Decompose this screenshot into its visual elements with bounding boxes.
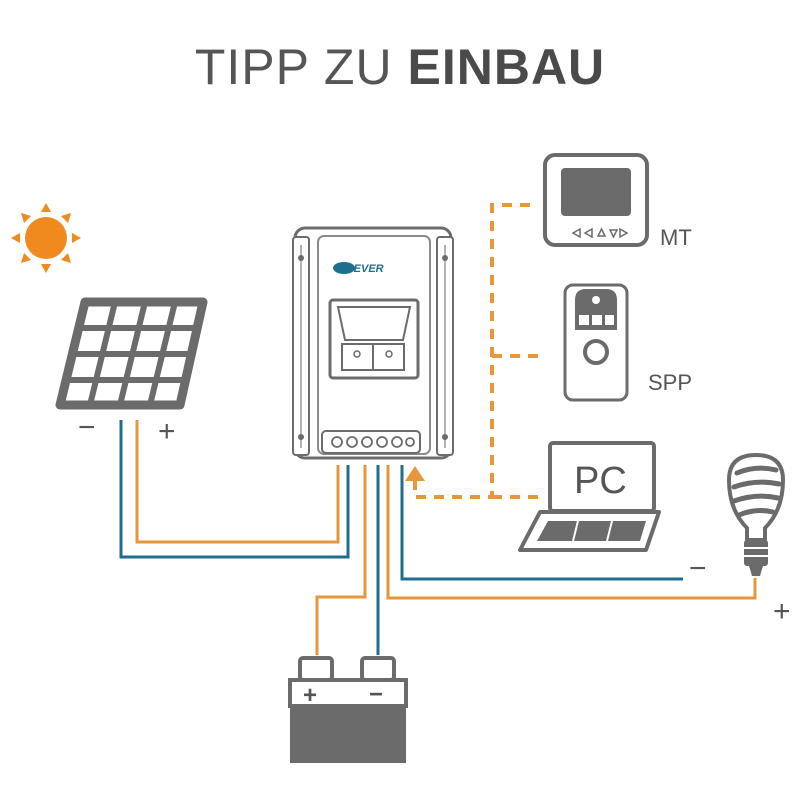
spp-device-icon — [563, 283, 629, 402]
battery-plus-label: + — [303, 682, 317, 709]
load-positive-wire — [386, 465, 757, 600]
charge-controller: EPEVER — [292, 226, 454, 460]
title-light: TIPP ZU — [194, 39, 408, 95]
pc-label: PC — [574, 460, 627, 502]
load-negative-wire — [400, 465, 683, 581]
panel-plus-label: + — [158, 415, 176, 448]
panel-positive-wire — [135, 420, 340, 544]
panel-negative-wire — [119, 420, 350, 559]
mt-meter-icon — [543, 153, 649, 247]
mt-label: MT — [660, 225, 692, 250]
battery-minus-label: − — [369, 681, 383, 708]
battery-icon — [288, 656, 408, 763]
svg-text:EPEVER: EPEVER — [339, 263, 384, 275]
load-minus-label: − — [689, 552, 707, 585]
load-plus-label: + — [773, 595, 791, 628]
battery-positive-wire — [315, 465, 367, 655]
spp-label: SPP — [648, 370, 692, 395]
light-bulb-icon — [726, 452, 786, 576]
wires — [119, 203, 757, 655]
pc-laptop-icon — [518, 441, 661, 552]
sun-icon — [11, 203, 81, 273]
comm-arrow-icon — [405, 466, 425, 481]
panel-minus-label: − — [78, 411, 96, 444]
solar-panel-icon — [55, 297, 208, 410]
title-bold: EINBAU — [407, 39, 606, 95]
page-title: TIPP ZU EINBAU — [0, 38, 800, 96]
epever-logo: EPEVER — [333, 262, 384, 275]
